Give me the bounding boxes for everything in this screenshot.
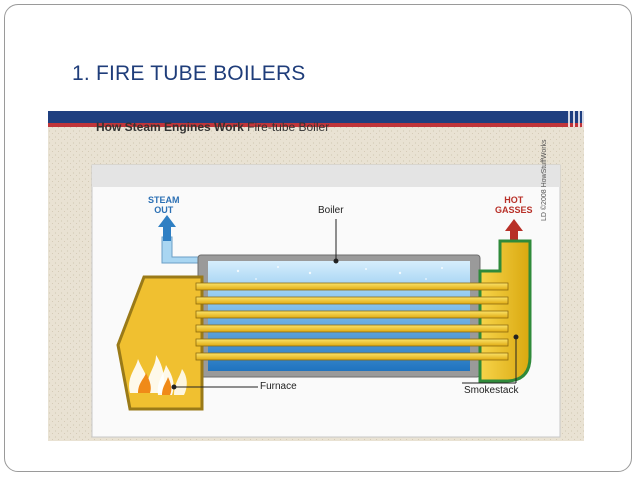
fire-tube [195,282,509,291]
top-band-red [48,123,584,127]
fire-tube [195,352,509,361]
top-band-navy [48,111,584,123]
fire-tubes [195,282,509,361]
slide-title: 1. FIRE TUBE BOILERS [72,62,306,85]
steam-out-label: STEAM OUT [148,195,180,215]
hot-gasses-arrow-icon [505,219,523,245]
diagram-heading-bold: How Steam Engines Work [96,120,244,134]
steam-out-label-line2: OUT [154,205,174,215]
hot-gasses-label-line1: HOT [504,195,524,205]
credit-text: LD ©2008 HowStuffWorks [541,139,548,221]
figure-graphic [48,111,584,441]
diagram-heading-regular: Fire-tube Boiler [247,120,330,134]
hot-gasses-label-line2: GASSES [495,205,533,215]
furnace-label: Furnace [260,381,297,392]
fire-tube [195,338,509,347]
fire-tube [195,324,509,333]
leader-lines [171,219,519,390]
hot-gasses-label: HOT GASSES [495,195,533,215]
steam-out-arrow-icon [158,215,176,241]
steam-out-label-line1: STEAM [148,195,180,205]
fire-tube [195,310,509,319]
diagram-heading: How Steam Engines Work Fire-tube Boiler [96,120,329,134]
diagram-heading-strip [92,165,560,187]
fire-tube [195,296,509,305]
top-band-stripes [568,111,584,127]
smokestack-label: Smokestack [464,385,519,396]
boiler-label: Boiler [318,205,344,216]
fire-tube-boiler-figure: How Steam Engines Work Fire-tube Boiler … [48,111,584,441]
boiler-bubbles [236,266,443,280]
flame-icon [129,355,187,395]
